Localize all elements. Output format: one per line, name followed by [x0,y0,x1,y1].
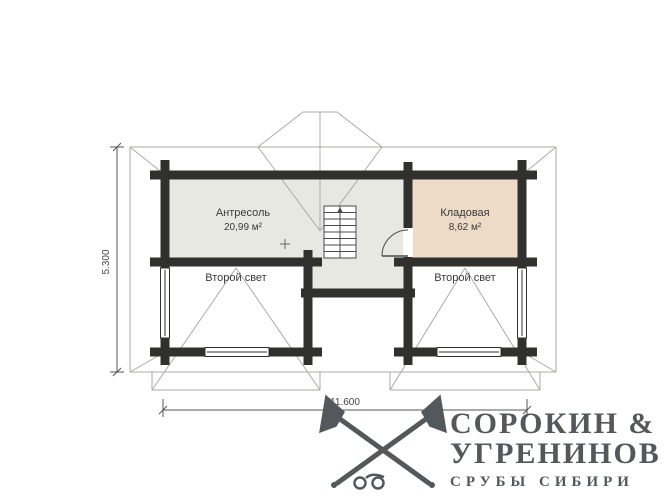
right-gable-roof [389,267,541,391]
dimension-vertical [110,142,124,377]
logo-scroll-ornament [353,473,385,490]
dimension-horizontal-label: 11.600 [330,397,360,408]
elevation-mark [280,239,290,249]
window-right-wall [517,267,527,339]
crossed-axes-icon [319,394,447,490]
room-area-mezzanine: 20,99 м² [224,222,263,233]
room-labels: Антресоль 20,99 м² Кладовая 8,62 м² Втор… [205,207,495,284]
left-gable-roof [151,267,321,391]
window-right-room-bottom [436,347,502,357]
staircase [323,205,357,259]
room-label-second-light-right: Второй свет [434,272,495,284]
storage-floor [412,179,518,258]
window-left-room-bottom [204,347,270,357]
dimension-horizontal [158,399,532,417]
storage-door [381,228,413,257]
room-label-storage: Кладовая [440,207,489,219]
room-label-mezzanine: Антресоль [216,207,271,219]
windows [160,267,527,357]
company-logo: СОРОКИН & УГРЕНИНОВ СРУБЫ СИБИРИ [319,394,661,490]
stairs-direction-arrow [337,207,343,213]
dimension-vertical-label: 5.300 [101,249,112,274]
room-area-storage: 8,62 м² [449,222,482,233]
logo-tagline: СРУБЫ СИБИРИ [450,474,634,490]
window-left-wall [160,267,170,339]
logo-name-line2: УГРЕНИНОВ [450,437,661,470]
logo-name-line1: СОРОКИН & [450,407,655,440]
room-label-second-light-left: Второй свет [205,272,266,284]
